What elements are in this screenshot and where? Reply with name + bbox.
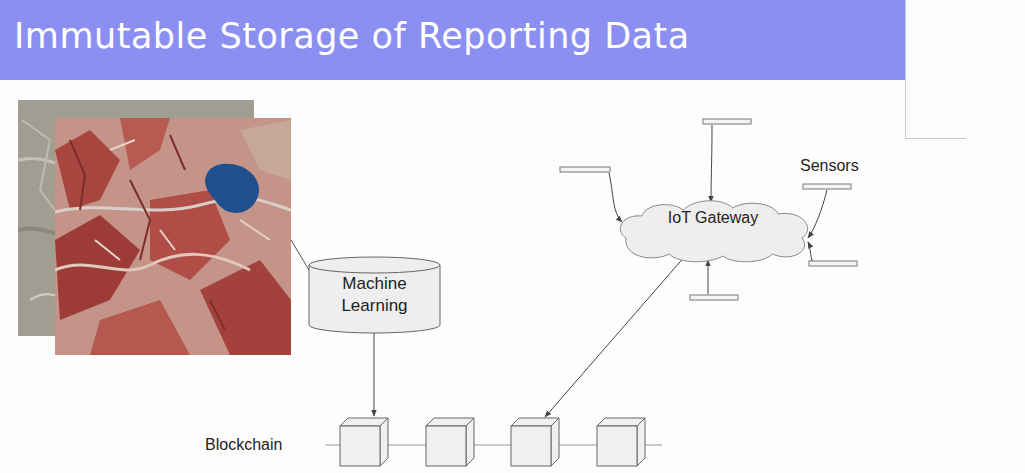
cylinder-body [309, 257, 440, 333]
node-label: Machine Learning [319, 257, 431, 317]
cylinder-outline [308, 257, 441, 333]
database-cylinder: Machine Learning [308, 257, 441, 333]
blockchain-label: Blockchain [205, 436, 282, 454]
cloud-shape [620, 201, 807, 262]
sensors-label: Sensors [800, 157, 859, 175]
node-label: IoT Gateway [658, 200, 768, 229]
slide-title: Immutable Storage of Reporting Data [14, 16, 690, 56]
cylinder-rim [309, 265, 440, 273]
gateway-cloud: IoT Gateway [614, 200, 812, 260]
